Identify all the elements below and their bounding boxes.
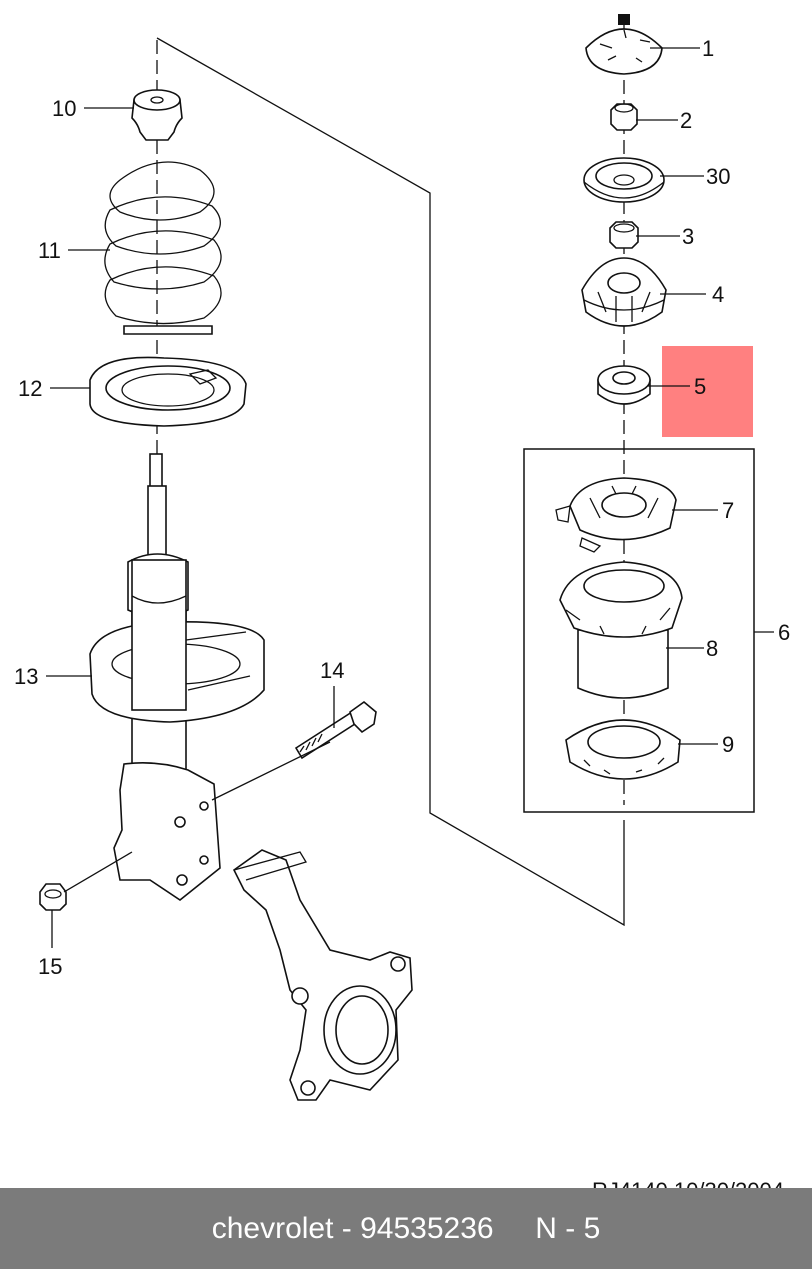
part-4-upper-mount: [581, 257, 667, 327]
part-15-nut: [39, 883, 67, 911]
assembly-frame-outline: [156, 37, 625, 927]
part-6-group-box: [523, 448, 755, 813]
callout-15: 15: [38, 954, 62, 979]
part-8-bump-stop: [559, 561, 683, 699]
callout-8: 8: [706, 636, 718, 661]
part-9-insulator-ring: [565, 719, 681, 780]
part-2-nut: [610, 103, 638, 131]
part-13-strut-body: [89, 453, 265, 901]
footer-bar: chevrolet - 94535236 N - 5: [0, 1188, 812, 1269]
suspension-strut-exploded-diagram: 1 2 30 3 4 5 6 7 8 9 10 11 12 13 14 15: [14, 14, 790, 1101]
part-11-coil-spring: [104, 161, 222, 335]
callout-5: 5: [694, 374, 706, 399]
part-12-spring-insulator: [89, 356, 247, 427]
callout-1: 1: [702, 36, 714, 61]
part-14-bolt: [294, 700, 377, 760]
part-1-dust-cap: [585, 14, 663, 75]
callout-10: 10: [52, 96, 76, 121]
part-5-bearing: [597, 365, 651, 405]
callout-11: 11: [38, 238, 61, 263]
callout-6: 6: [778, 620, 790, 645]
callout-4: 4: [712, 282, 724, 307]
part-3-nut: [609, 221, 639, 249]
callout-12: 12: [18, 376, 42, 401]
steering-knuckle: [232, 849, 413, 1101]
callout-2: 2: [680, 108, 692, 133]
part-10-bump-rubber: [131, 89, 183, 141]
footer-caption: chevrolet - 94535236 N - 5: [211, 1211, 601, 1245]
part-7-spring-seat: [555, 477, 677, 553]
callout-9: 9: [722, 732, 734, 757]
callout-7: 7: [722, 498, 734, 523]
callout-13: 13: [14, 664, 38, 689]
callout-3: 3: [682, 224, 694, 249]
leader-lines: [46, 47, 774, 948]
callout-30: 30: [706, 164, 730, 189]
callout-14: 14: [320, 658, 344, 683]
part-30-washer: [583, 157, 665, 203]
part-5-highlight: [662, 346, 753, 437]
